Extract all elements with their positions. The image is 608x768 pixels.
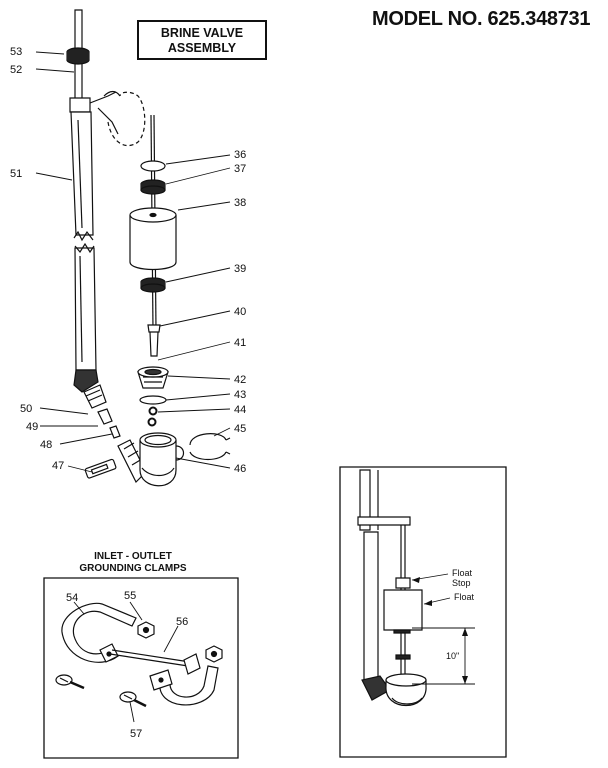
part-36-washer xyxy=(141,161,165,171)
callout-43: 43 xyxy=(234,389,247,401)
callout-37: 37 xyxy=(234,163,247,175)
callout-42: 42 xyxy=(234,374,247,386)
part-50-nut xyxy=(84,385,106,408)
part-45-retainer xyxy=(190,434,230,460)
part-49-sleeve xyxy=(98,409,112,424)
brine-valve-exploded-view xyxy=(36,10,230,486)
callout-40: 40 xyxy=(234,306,247,318)
float-stop-line-1: Float xyxy=(452,568,473,578)
float-setting-inset xyxy=(340,467,506,757)
title-line-2: ASSEMBLY xyxy=(167,41,237,55)
callout-44: 44 xyxy=(234,404,247,416)
callout-51: 51 xyxy=(10,168,23,180)
part-47-clip xyxy=(85,459,117,479)
callout-41: 41 xyxy=(234,337,247,349)
callout-53: 53 xyxy=(10,46,23,58)
float-stop-line-2: Stop xyxy=(452,578,471,588)
part-44-o-ring xyxy=(150,408,157,415)
part-43-washer xyxy=(140,396,166,404)
inset-brine-tube xyxy=(364,532,378,680)
callout-45: 45 xyxy=(234,423,247,435)
callout-54: 54 xyxy=(66,592,79,604)
callout-50: 50 xyxy=(20,403,33,415)
part-46-valve-body xyxy=(118,433,184,486)
clamp-title-line-1: INLET - OUTLET xyxy=(94,551,172,562)
callout-52: 52 xyxy=(10,64,23,76)
callout-46: 46 xyxy=(234,463,247,475)
part-54-clamp xyxy=(62,603,136,662)
callout-38: 38 xyxy=(234,197,247,209)
callout-49: 49 xyxy=(26,421,39,433)
clamp-title-line-2: GROUNDING CLAMPS xyxy=(79,563,187,574)
callout-47: 47 xyxy=(52,460,65,472)
callout-39: 39 xyxy=(234,263,247,275)
part-51-tube xyxy=(71,112,93,235)
grounding-clamps-panel xyxy=(44,578,238,758)
part-42-valve-seat xyxy=(138,367,168,388)
callout-48: 48 xyxy=(40,439,53,451)
inset-float-stop xyxy=(396,578,410,588)
part-38-float xyxy=(130,208,176,270)
tube-clip xyxy=(70,98,90,112)
inset-dimension-label: 10" xyxy=(446,651,460,661)
callout-55: 55 xyxy=(124,590,137,602)
grounding-clamps-title: INLET - OUTLET GROUNDING CLAMPS xyxy=(48,551,218,575)
leader-lines xyxy=(36,52,230,472)
title-line-1: BRINE VALVE xyxy=(160,26,244,40)
part-56-wire xyxy=(110,650,190,666)
part-39-nut xyxy=(141,278,165,292)
part-40-stop xyxy=(148,325,160,332)
part-37-nut xyxy=(141,180,165,194)
part-48-insert xyxy=(110,426,120,438)
inset-label-float: Float xyxy=(454,592,475,602)
callout-36: 36 xyxy=(234,149,247,161)
callout-57: 57 xyxy=(130,728,143,740)
model-number: MODEL NO. 625.348731 xyxy=(372,8,591,30)
dashed-link xyxy=(108,92,145,145)
part-57-screw-lower xyxy=(120,692,146,706)
brine-valve-assembly-title: BRINE VALVE ASSEMBLY xyxy=(137,20,267,60)
inset-label-float-stop: Float Stop xyxy=(452,568,472,588)
part-57-screw xyxy=(56,675,84,688)
part-54-clamp-right xyxy=(160,666,218,705)
callout-56: 56 xyxy=(176,616,189,628)
inset-float xyxy=(384,590,422,630)
